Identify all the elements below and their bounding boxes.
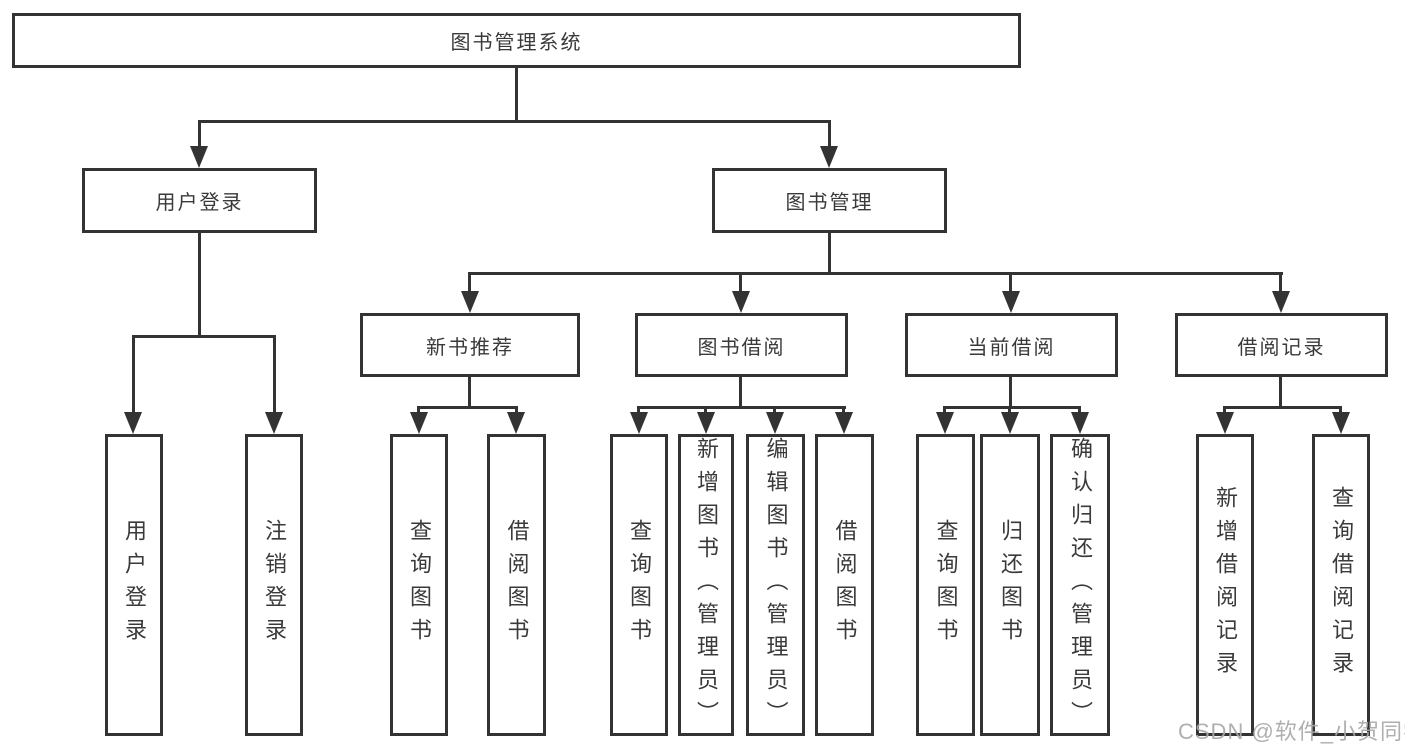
leaf-borrow-book: 借阅图书 [815,434,874,736]
leaf-edit-book-admin: 编辑图书（管理员） [746,434,805,736]
connector-line [704,406,707,414]
arrowhead-down-icon [507,412,525,434]
connector-line [1008,406,1011,414]
leaf-query-book: 查询图书 [610,434,668,736]
leaf-query-book-label: 查询图书 [627,519,652,651]
node-borrow-records-label: 借阅记录 [1237,336,1326,359]
connector-line [132,335,276,338]
leaf-logout: 注销登录 [245,434,303,736]
leaf-add-book-admin: 新增图书（管理员） [678,434,734,736]
connector-line [468,377,471,406]
node-new-book-recommend: 新书推荐 [360,313,580,377]
leaf-borrow-book-label: 借阅图书 [504,519,530,651]
arrowhead-down-icon [265,412,283,434]
connector-line [468,272,471,291]
node-book-management-label: 图书管理 [785,192,874,214]
connector-line [944,406,1081,409]
leaf-query-book-label: 查询图书 [933,519,959,651]
node-book-management: 图书管理 [712,168,947,233]
node-user-login-label: 用户登录 [155,192,244,214]
arrowhead-down-icon [461,291,479,313]
leaf-user-login: 用户登录 [105,434,163,736]
connector-line [1279,272,1282,291]
csdn-watermark: CSDN @软件_小贺同学 [1178,719,1405,744]
node-current-borrow: 当前借阅 [905,313,1118,377]
leaf-query-book-label: 查询图书 [407,519,432,651]
connector-line [739,377,742,406]
leaf-confirm-return-admin: 确认归还（管理员） [1050,434,1110,736]
connector-line [1009,272,1012,291]
connector-line [637,406,846,409]
arrowhead-down-icon [1002,291,1020,313]
node-root: 图书管理系统 [12,13,1021,68]
leaf-return-book-label: 归还图书 [998,519,1023,651]
leaf-query-book: 查询图书 [916,434,975,736]
leaf-add-book-admin-label: 新增图书（管理员） [694,436,719,734]
node-user-login: 用户登录 [82,168,317,233]
connector-line [198,233,201,335]
node-root-label: 图书管理系统 [450,32,583,54]
connector-line [739,272,742,291]
leaf-query-borrow-record-label: 查询借阅记录 [1329,486,1354,684]
arrowhead-down-icon [190,146,208,168]
connector-line [198,120,831,123]
arrowhead-down-icon [835,412,853,434]
arrowhead-down-icon [1332,412,1350,434]
leaf-return-book: 归还图书 [980,434,1040,736]
connector-line [468,272,1283,275]
connector-line [828,120,831,148]
leaf-add-borrow-record-label: 新增借阅记录 [1213,486,1238,684]
arrowhead-down-icon [1001,412,1019,434]
connector-line [417,406,420,414]
arrowhead-down-icon [820,146,838,168]
arrowhead-down-icon [124,412,142,434]
leaf-edit-book-admin-label: 编辑图书（管理员） [763,436,789,734]
connector-line [842,406,845,414]
arrowhead-down-icon [732,291,750,313]
connector-line [1078,406,1081,414]
connector-line [515,68,518,120]
connector-line [828,233,831,272]
arrowhead-down-icon [766,412,784,434]
connector-line [515,406,518,414]
connector-line [1224,406,1342,409]
node-borrow-records: 借阅记录 [1175,313,1388,377]
node-book-borrow-label: 图书借阅 [697,336,786,359]
connector-line [273,335,276,414]
leaf-add-borrow-record: 新增借阅记录 [1196,434,1254,736]
connector-line [1339,406,1342,414]
leaf-user-login-label: 用户登录 [122,519,147,651]
connector-line [417,406,518,409]
leaf-query-borrow-record: 查询借阅记录 [1312,434,1370,736]
connector-line [1279,377,1282,406]
connector-line [1223,406,1226,414]
arrowhead-down-icon [936,412,954,434]
arrowhead-down-icon [1272,291,1290,313]
leaf-confirm-return-admin-label: 确认归还（管理员） [1068,436,1093,734]
arrowhead-down-icon [630,412,648,434]
node-book-borrow: 图书借阅 [635,313,848,377]
connector-line [1009,377,1012,406]
leaf-logout-label: 注销登录 [262,519,287,651]
connector-line [198,120,201,148]
leaf-borrow-book: 借阅图书 [487,434,546,736]
leaf-borrow-book-label: 借阅图书 [832,519,858,651]
node-new-book-recommend-label: 新书推荐 [426,336,514,359]
arrowhead-down-icon [1071,412,1089,434]
connector-line [773,406,776,414]
connector-line [943,406,946,414]
arrowhead-down-icon [410,412,428,434]
arrowhead-down-icon [697,412,715,434]
leaf-query-book: 查询图书 [390,434,448,736]
connector-line [637,406,640,414]
connector-line [132,335,135,414]
arrowhead-down-icon [1216,412,1234,434]
node-current-borrow-label: 当前借阅 [967,336,1056,359]
